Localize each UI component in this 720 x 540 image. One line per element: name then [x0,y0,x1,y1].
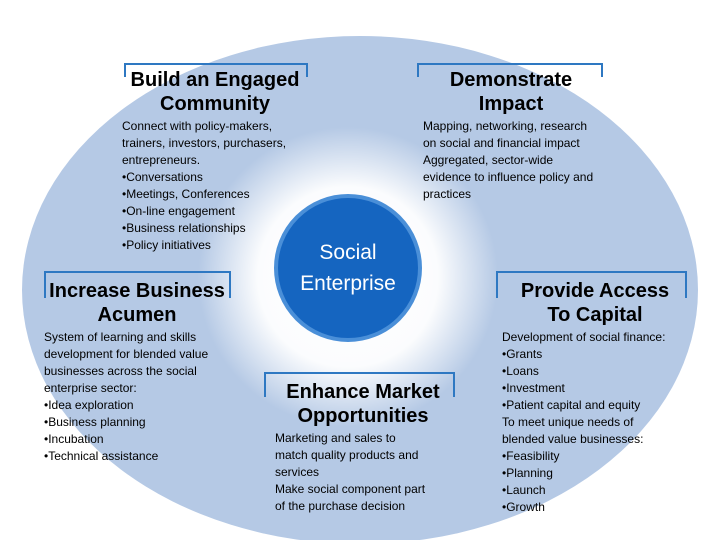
section-line: Mapping, networking, research [423,119,588,133]
section-market: Enhance Market Opportunities Marketing a… [275,380,475,515]
section-line: enterprise sector: [44,381,137,395]
section-line: •Business planning [44,415,146,429]
section-line: evidence to influence policy and [423,170,594,184]
center-circle [274,194,422,342]
section-body: System of learning and skills development… [44,329,274,465]
section-body: Connect with policy-makers, trainers, inv… [122,118,352,254]
section-title: Increase Business Acumen [49,280,225,326]
section-line: System of learning and skills [44,330,197,344]
bracket-market [264,372,455,397]
center-label: Social Enterprise [300,241,396,295]
section-line: development for blended value [44,347,209,361]
section-line: trainers, investors, purchasers, [122,136,287,150]
section-line: businesses across the social [44,364,197,378]
section-line: •Investment [502,381,565,395]
section-line: match quality products and [275,448,419,462]
section-line: •Launch [502,483,546,497]
section-line: Development of social finance: [502,330,666,344]
section-line: •Patient capital and equity [502,398,641,412]
bracket-acumen [44,271,231,298]
section-body: Mapping, networking, research on social a… [423,118,653,203]
section-line: entrepreneurs. [122,153,201,167]
bracket-community [124,63,308,77]
section-line: blended value businesses: [502,432,644,446]
section-impact: Demonstrate Impact Mapping, networking, … [423,68,653,203]
bracket-capital [496,271,687,298]
section-line: of the purchase decision [275,499,406,513]
section-title: Enhance Market Opportunities [286,381,440,427]
section-line: practices [423,187,472,201]
section-line: Aggregated, sector-wide [423,153,554,167]
section-body: Development of social finance: •Grants •Lo… [502,329,712,516]
section-acumen: Increase Business Acumen System of learn… [44,279,274,465]
bracket-impact [417,63,603,77]
section-line: •Loans [502,364,539,378]
section-body: Marketing and sales to match quality prod… [275,430,475,515]
section-community: Build an Engaged Community Connect with … [122,68,352,254]
section-line: •Policy initiatives [122,238,211,252]
section-line: To meet unique needs of [502,415,634,429]
section-title: Provide Access To Capital [520,280,670,326]
section-line: •Grants [502,347,543,361]
section-line: •Idea exploration [44,398,134,412]
section-line: Make social component part [275,482,426,496]
section-line: •Growth [502,500,545,514]
section-line: •Feasibility [502,449,560,463]
section-line: services [275,465,320,479]
section-line: •On-line engagement [122,204,235,218]
section-line: on social and financial impact [423,136,580,150]
section-title: Build an Engaged Community [130,69,300,115]
section-line: Marketing and sales to [275,431,396,445]
section-line: •Technical assistance [44,449,159,463]
section-capital: Provide Access To Capital Development of… [502,279,712,516]
section-title: Demonstrate Impact [449,69,573,115]
section-line: •Incubation [44,432,104,446]
section-line: Connect with policy-makers, [122,119,273,133]
section-line: •Business relationships [122,221,246,235]
section-line: •Conversations [122,170,203,184]
section-line: •Planning [502,466,553,480]
section-line: •Meetings, Conferences [122,187,250,201]
